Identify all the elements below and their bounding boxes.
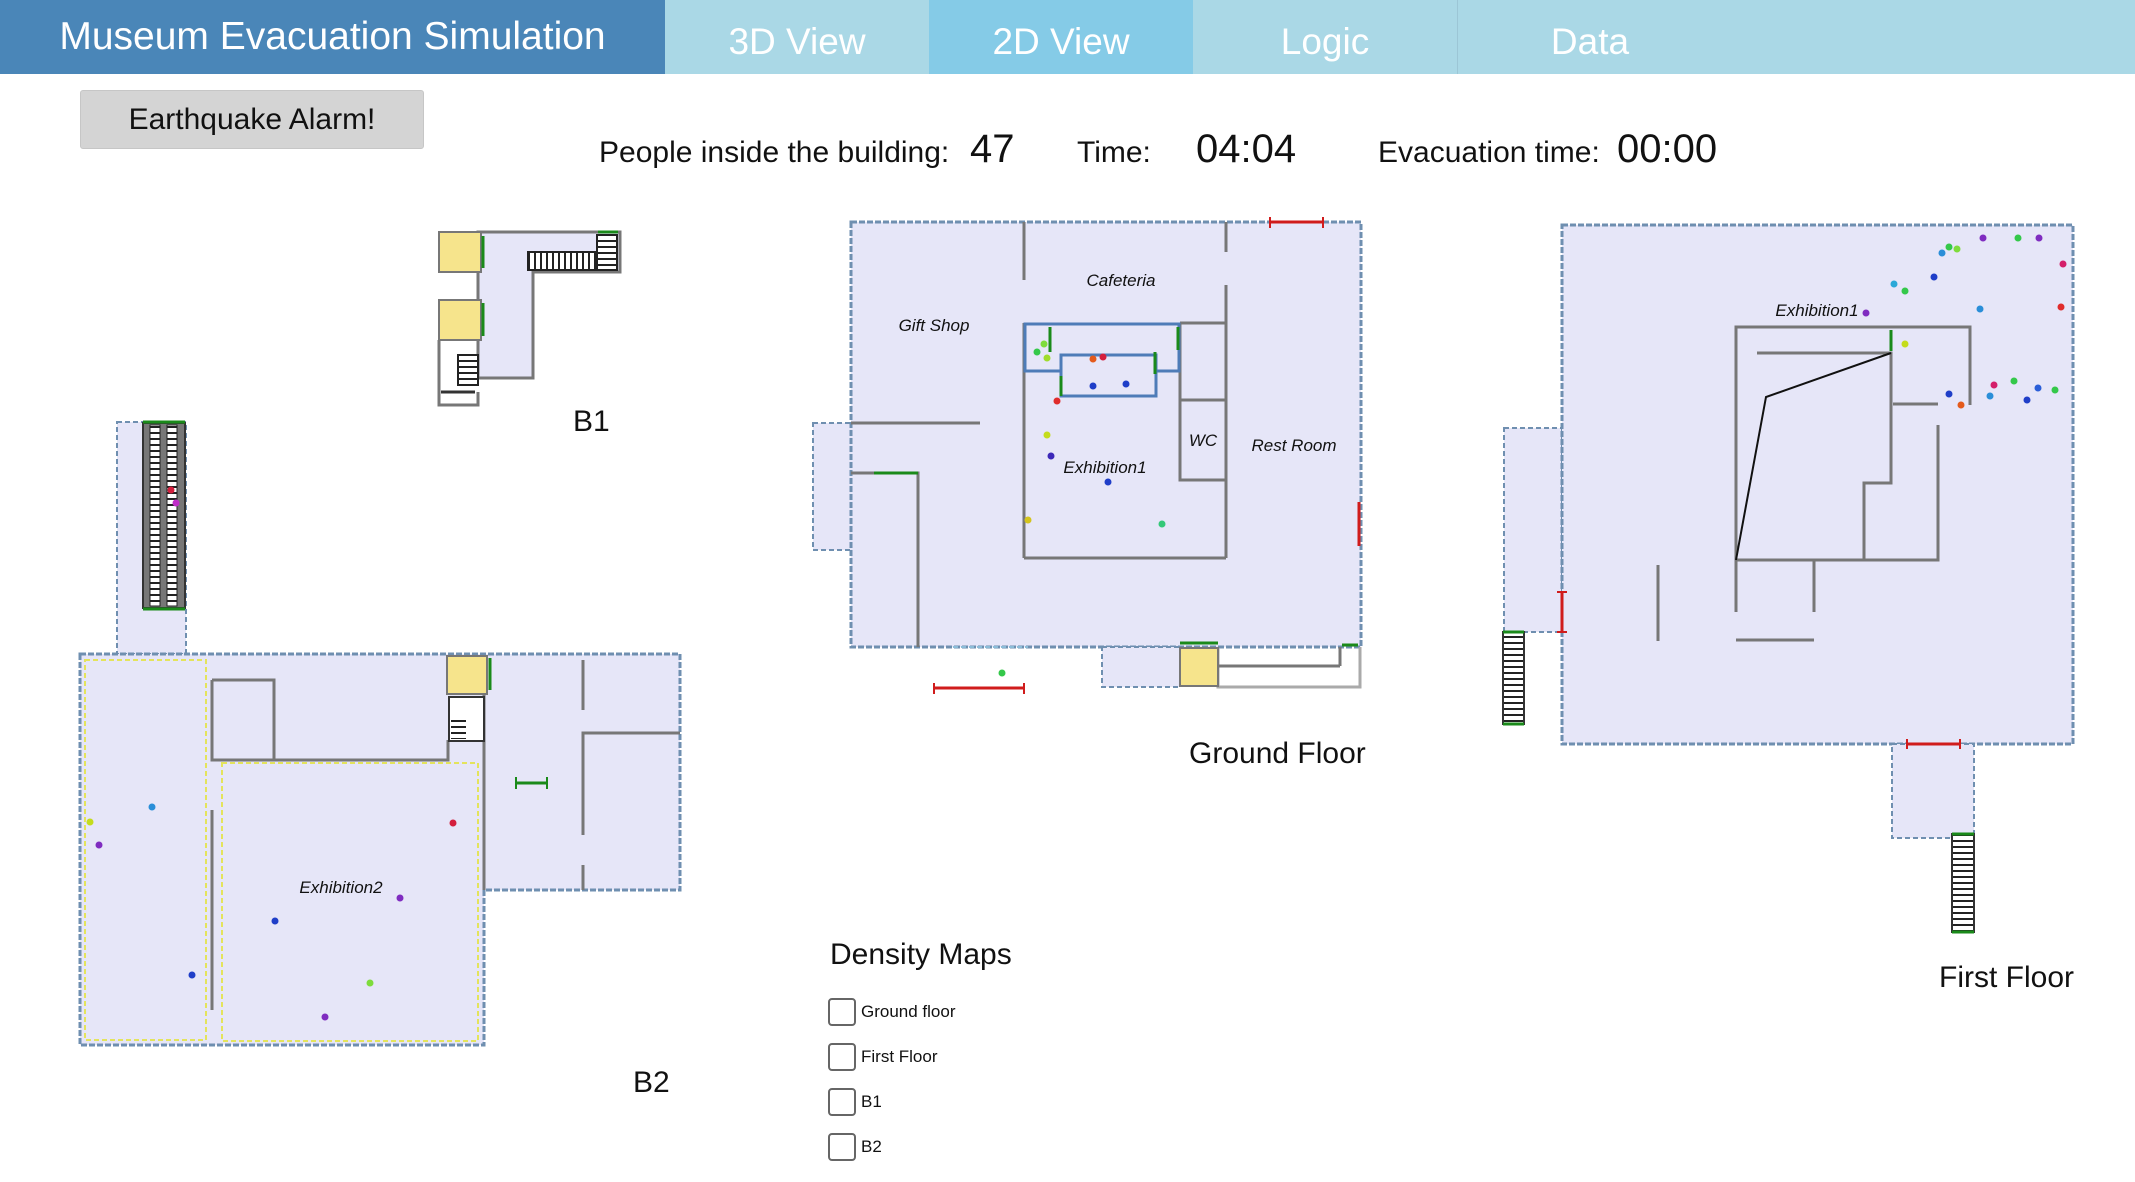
person-dot (2059, 260, 2067, 268)
b1-floor-plan (437, 230, 622, 407)
room-label-cafeteria: Cafeteria (1087, 271, 1156, 290)
people-count-value: 47 (970, 127, 1015, 171)
person-dot (1979, 234, 1987, 242)
person-dot (1890, 280, 1898, 288)
room-label-exhibition2: Exhibition2 (299, 878, 383, 897)
person-dot (2057, 303, 2065, 311)
person-dot (1043, 354, 1051, 362)
b1-staircase-lower (457, 354, 479, 386)
person-dot (1945, 390, 1953, 398)
person-dot (2051, 386, 2059, 394)
density-option-label: Ground floor (861, 1002, 956, 1021)
density-option-label: B2 (861, 1137, 882, 1156)
floor-label-b1: B1 (573, 405, 610, 438)
person-dot (86, 818, 94, 826)
room-label-exhibition1-first: Exhibition1 (1775, 301, 1858, 320)
person-dot (1930, 273, 1938, 281)
person-dot (1053, 397, 1061, 405)
density-maps-title: Density Maps (830, 938, 1012, 971)
first-floor-plan (1502, 223, 2075, 934)
ground-floor-people (998, 340, 1166, 677)
b2-people (86, 486, 457, 1021)
tab-divider (1457, 0, 1458, 74)
tab-2d-view[interactable]: 2D View (929, 0, 1193, 74)
floor-label-b2: B2 (633, 1066, 670, 1099)
person-dot (1957, 401, 1965, 409)
first-floor-checkbox[interactable] (828, 1043, 856, 1071)
person-dot (2014, 234, 2022, 242)
b2-checkbox[interactable] (828, 1133, 856, 1161)
app-title: Museum Evacuation Simulation (0, 0, 665, 74)
density-option-label: B1 (861, 1092, 882, 1111)
first-floor-people (1862, 234, 2067, 409)
first-floor-staircase-bottom (1951, 833, 1975, 933)
b2-lift (446, 655, 488, 695)
room-label-exhibition1-ground: Exhibition1 (1063, 458, 1146, 477)
floor-label-ground: Ground Floor (1189, 737, 1366, 770)
person-dot (2034, 384, 2042, 392)
tab-data[interactable]: Data (1550, 21, 1630, 62)
ground-floor-checkbox[interactable] (828, 998, 856, 1026)
person-dot (1104, 478, 1112, 486)
ground-floor-lift (1179, 647, 1219, 687)
person-dot (1901, 340, 1909, 348)
person-dot (1945, 243, 1953, 251)
people-count-label: People inside the building: (599, 136, 950, 169)
tab-3d-view[interactable]: 3D View (728, 21, 866, 62)
b1-staircase-horizontal (527, 251, 598, 271)
person-dot (1862, 309, 1870, 317)
room-label-gift-shop: Gift Shop (899, 316, 970, 335)
b1-checkbox[interactable] (828, 1088, 856, 1116)
person-dot (1938, 249, 1946, 257)
b2-escalator (142, 422, 186, 609)
person-dot (1099, 353, 1107, 361)
person-dot (1047, 452, 1055, 460)
person-dot (172, 499, 180, 507)
person-dot (321, 1013, 329, 1021)
b1-lift-upper (438, 231, 482, 273)
person-dot (1089, 382, 1097, 390)
time-value: 04:04 (1196, 127, 1297, 171)
person-dot (1990, 381, 1998, 389)
person-dot (998, 669, 1006, 677)
person-dot (1901, 287, 1909, 295)
person-dot (2010, 377, 2018, 385)
person-dot (1089, 355, 1097, 363)
person-dot (148, 803, 156, 811)
first-floor-staircase-left (1502, 631, 1525, 725)
earthquake-alarm-button[interactable]: Earthquake Alarm! (80, 90, 424, 149)
b1-staircase-corner (596, 234, 618, 271)
person-dot (1158, 520, 1166, 528)
person-dot (366, 979, 374, 987)
person-dot (1024, 516, 1032, 524)
person-dot (2023, 396, 2031, 404)
b2-floor-plan (78, 420, 682, 1047)
person-dot (167, 486, 175, 494)
person-dot (1033, 348, 1041, 356)
person-dot (449, 819, 457, 827)
evacuation-time-label: Evacuation time: (1378, 136, 1600, 169)
density-option-label: First Floor (861, 1047, 938, 1066)
person-dot (1953, 245, 1961, 253)
person-dot (271, 917, 279, 925)
person-dot (1040, 340, 1048, 348)
person-dot (396, 894, 404, 902)
room-label-rest-room: Rest Room (1251, 436, 1336, 455)
person-dot (1122, 380, 1130, 388)
time-label: Time: (1077, 136, 1151, 169)
room-label-wc: WC (1189, 431, 1218, 450)
tab-logic[interactable]: Logic (1280, 21, 1370, 62)
ground-floor-plan (812, 217, 1363, 694)
person-dot (2035, 234, 2043, 242)
person-dot (95, 841, 103, 849)
person-dot (1043, 431, 1051, 439)
evacuation-time-value: 00:00 (1617, 127, 1718, 171)
person-dot (1986, 392, 1994, 400)
person-dot (1976, 305, 1984, 313)
person-dot (188, 971, 196, 979)
b1-lift-lower (438, 299, 482, 341)
floor-label-first: First Floor (1939, 961, 2074, 994)
